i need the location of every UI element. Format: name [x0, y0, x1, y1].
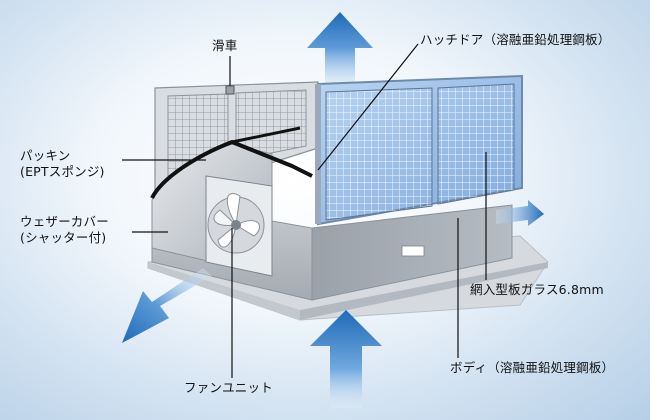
up-arrow-icon: [307, 12, 373, 92]
pulley-icon: [225, 85, 235, 95]
hatch-door: [315, 74, 523, 226]
right-arrow-icon: [496, 200, 544, 226]
label-weather-cover: ウェザーカバー (シャッター付): [20, 214, 109, 246]
label-packing-line2: (EPTスポンジ): [20, 164, 105, 179]
label-packing: パッキン (EPTスポンジ): [20, 148, 105, 180]
fan-blade-icon: [207, 193, 265, 254]
label-wired-glass: 網入型板ガラス6.8mm: [470, 282, 604, 297]
up-arrow-icon: [310, 310, 382, 408]
down-left-arrow-icon: [122, 268, 212, 343]
label-hatch-door: ハッチドア（溶融亜鉛処理鋼板）: [420, 32, 611, 47]
label-packing-line1: パッキン: [20, 148, 71, 163]
label-weather-cover-line2: (シャッター付): [20, 230, 107, 245]
label-weather-cover-line1: ウェザーカバー: [20, 214, 109, 229]
label-pulley: 滑車: [212, 38, 238, 53]
label-body: ボディ（溶融亜鉛処理鋼板）: [450, 360, 615, 375]
leader-lines: [122, 43, 487, 378]
label-fan-unit: ファンユニット: [184, 380, 273, 395]
